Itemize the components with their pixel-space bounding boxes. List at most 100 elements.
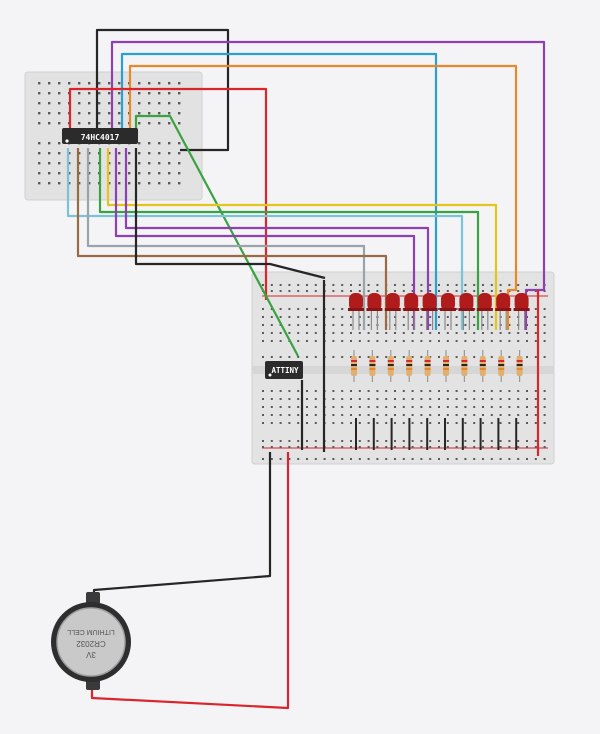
- breadboard-hole: [48, 152, 51, 155]
- breadboard-hole: [517, 390, 520, 392]
- breadboard-hole: [526, 458, 528, 460]
- breadboard-hole: [367, 440, 370, 442]
- breadboard-hole: [455, 356, 458, 358]
- breadboard-hole: [464, 290, 467, 292]
- breadboard-hole: [455, 390, 458, 392]
- breadboard-hole: [341, 398, 344, 400]
- breadboard-hole: [446, 290, 449, 292]
- breadboard-hole: [499, 332, 502, 334]
- breadboard-hole: [270, 332, 273, 334]
- wire-red-battery: [90, 452, 290, 710]
- breadboard-hole: [508, 414, 511, 416]
- breadboard-hole: [490, 422, 493, 424]
- breadboard-hole: [168, 122, 171, 125]
- breadboard-hole: [38, 122, 41, 125]
- breadboard-hole: [118, 112, 121, 115]
- breadboard-hole: [420, 324, 423, 326]
- breadboard-hole: [490, 340, 493, 342]
- breadboard-hole: [438, 324, 440, 326]
- breadboard-hole: [48, 92, 51, 95]
- breadboard-hole: [508, 332, 511, 334]
- breadboard-hole: [534, 440, 537, 442]
- breadboard-hole: [438, 290, 440, 292]
- breadboard-hole: [526, 422, 528, 424]
- breadboard-hole: [438, 440, 440, 442]
- breadboard-hole: [314, 406, 317, 408]
- breadboard-hole: [543, 440, 546, 442]
- breadboard-hole: [297, 398, 300, 400]
- breadboard-hole: [314, 324, 317, 326]
- breadboard-hole: [455, 422, 458, 424]
- breadboard-hole: [517, 332, 520, 334]
- breadboard-hole: [473, 332, 476, 334]
- led: [421, 293, 438, 330]
- breadboard-hole: [148, 82, 151, 85]
- breadboard-hole: [446, 440, 449, 442]
- breadboard-hole: [499, 446, 502, 448]
- breadboard-hole: [526, 284, 528, 286]
- breadboard-hole: [543, 316, 546, 318]
- breadboard-hole: [534, 406, 537, 408]
- breadboard-hole: [402, 406, 405, 408]
- breadboard-hole: [262, 446, 264, 448]
- breadboard-hole: [420, 284, 423, 286]
- breadboard-hole: [58, 102, 61, 105]
- breadboard-hole: [394, 458, 396, 460]
- breadboard-hole: [394, 440, 396, 442]
- breadboard-hole: [526, 340, 528, 342]
- breadboard-hole: [534, 458, 537, 460]
- breadboard-hole: [473, 422, 476, 424]
- breadboard-hole: [148, 112, 151, 115]
- breadboard-hole: [420, 316, 423, 318]
- breadboard-hole: [376, 340, 379, 342]
- breadboard-hole: [543, 414, 546, 416]
- breadboard-hole: [306, 316, 308, 318]
- breadboard-hole: [534, 414, 537, 416]
- breadboard-hole: [464, 440, 467, 442]
- breadboard-hole: [482, 406, 484, 408]
- breadboard-hole: [420, 308, 423, 310]
- breadboard-hole: [148, 182, 151, 185]
- breadboard-hole: [350, 356, 352, 358]
- breadboard-hole: [394, 290, 396, 292]
- breadboard-hole: [341, 332, 344, 334]
- breadboard-hole: [314, 284, 317, 286]
- breadboard-hole: [78, 182, 81, 185]
- breadboard-hole: [482, 332, 484, 334]
- breadboard-hole: [490, 414, 493, 416]
- breadboard-hole: [297, 440, 300, 442]
- breadboard-hole: [178, 122, 181, 125]
- breadboard-hole: [341, 324, 344, 326]
- breadboard-hole: [58, 92, 61, 95]
- breadboard-hole: [58, 82, 61, 85]
- breadboard-hole: [262, 414, 264, 416]
- breadboard-hole: [262, 390, 264, 392]
- breadboard-hole: [108, 152, 111, 155]
- breadboard-hole: [306, 446, 308, 448]
- breadboard-hole: [446, 332, 449, 334]
- breadboard-hole: [429, 446, 432, 448]
- breadboard-hole: [262, 284, 264, 286]
- breadboard-hole: [58, 182, 61, 185]
- breadboard-hole: [411, 414, 414, 416]
- breadboard-hole: [158, 112, 161, 115]
- breadboard-hole: [402, 446, 405, 448]
- breadboard-hole: [543, 308, 546, 310]
- breadboard-hole: [429, 284, 432, 286]
- breadboard-hole: [376, 284, 379, 286]
- breadboard-hole: [48, 172, 51, 175]
- breadboard-hole: [358, 414, 361, 416]
- breadboard-hole: [411, 324, 414, 326]
- breadboard-hole: [314, 440, 317, 442]
- breadboard-hole: [526, 406, 528, 408]
- breadboard-hole: [341, 422, 344, 424]
- breadboard-hole: [473, 340, 476, 342]
- breadboard-hole: [455, 458, 458, 460]
- breadboard-hole: [288, 356, 291, 358]
- breadboard-hole: [376, 290, 379, 292]
- breadboard-hole: [473, 406, 476, 408]
- breadboard-hole: [88, 92, 91, 95]
- breadboard-hole: [526, 398, 528, 400]
- breadboard-hole: [482, 324, 484, 326]
- breadboard-hole: [482, 458, 484, 460]
